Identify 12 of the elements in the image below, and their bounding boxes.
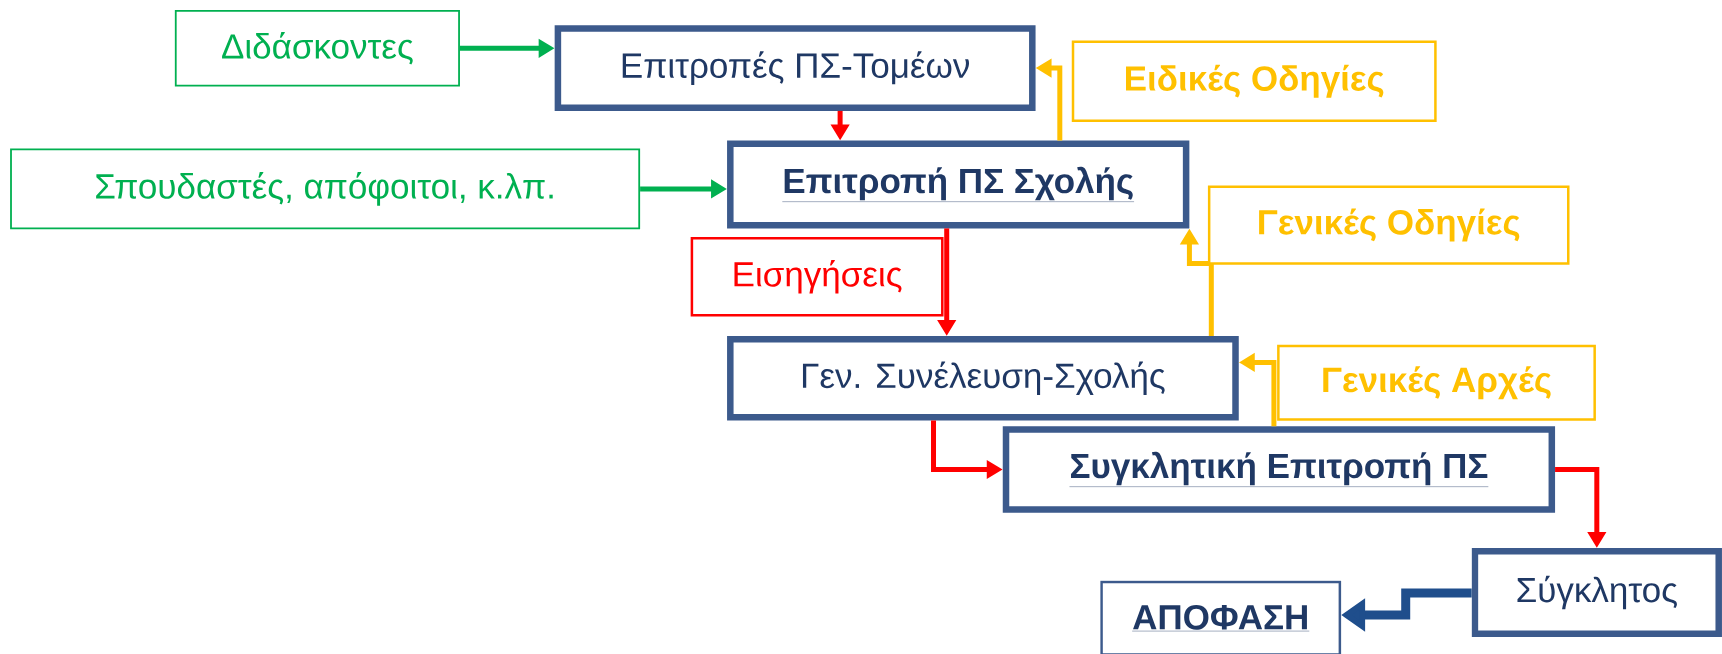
edge-label: Ειδικές Οδηγίες <box>1071 40 1437 123</box>
edge-label: Εισηγήσεις <box>690 237 944 317</box>
edge-label: Γενικές Οδηγίες <box>1207 185 1570 265</box>
process-box: Επιτροπή ΠΣ Σχολής <box>727 140 1190 229</box>
edge-label: Γενικές Αρχές <box>1277 344 1596 421</box>
process-box: Επιτροπές ΠΣ-Τομέων <box>554 25 1036 111</box>
process-box: Σύγκλητος <box>1471 548 1722 637</box>
process-box: Γεν. Συνέλευση-Σχολής <box>727 336 1239 421</box>
process-box: Συγκλητική Επιτροπή ΠΣ <box>1002 426 1556 513</box>
process-box: Διδάσκοντες <box>174 10 460 87</box>
process-box: Σπουδαστές, απόφοιτοι, κ.λπ. <box>10 148 641 230</box>
process-box: ΑΠΟΦΑΣΗ <box>1100 580 1342 654</box>
